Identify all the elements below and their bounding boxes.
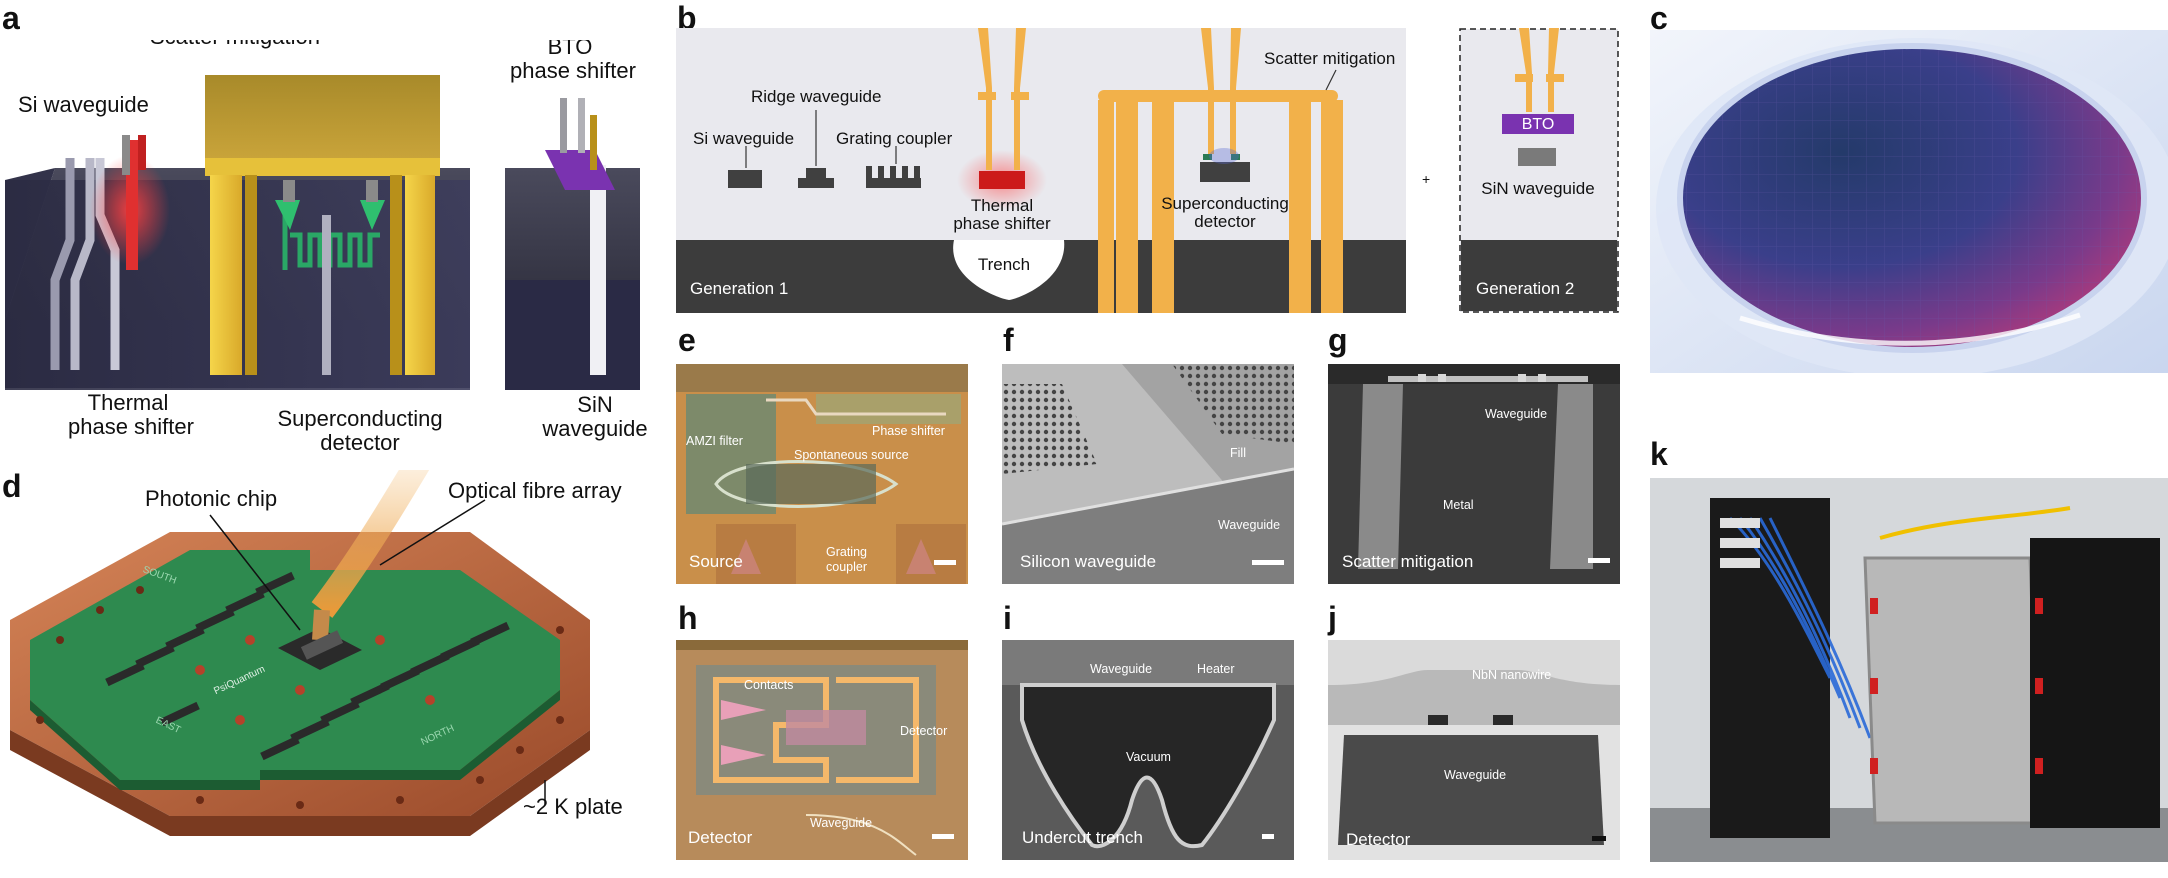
b-sc-line2: detector	[1194, 212, 1256, 231]
panel-label-e: e	[678, 322, 696, 358]
e-spont-label: Spontaneous source	[794, 448, 909, 462]
panel-g-drawing	[1328, 364, 1620, 584]
j-scale-bar	[1592, 836, 1606, 841]
a-sc-line1: Superconducting	[277, 406, 443, 431]
i-scale-bar	[1262, 834, 1274, 839]
h-scale-bar	[932, 834, 954, 839]
panel-e-micrograph: AMZI filter Phase shifter Spontaneous so…	[676, 364, 968, 584]
g-waveguide-label: Waveguide	[1485, 407, 1548, 421]
panel-a-illustration: Scatter mitigation Si waveguide BTO phas…	[0, 40, 660, 460]
b-thermal-line1: Thermal	[970, 196, 1034, 215]
g-caption: Scatter mitigation	[1342, 552, 1474, 571]
j-waveguide-label: Waveguide	[1444, 768, 1507, 782]
h-contacts-label: Contacts	[744, 678, 794, 692]
panel-f-drawing	[1002, 364, 1294, 584]
panel-i-drawing	[1002, 640, 1294, 860]
panel-c-wafer-photo	[1650, 30, 2168, 373]
b-thermal-line2: phase shifter	[953, 214, 1051, 233]
a-sc-line2: detector	[320, 430, 400, 455]
e-caption: Source	[689, 552, 743, 571]
b-bto-label: BTO	[1521, 116, 1555, 133]
a-si-waveguide-label: Si waveguide	[18, 92, 149, 117]
panel-label-i: i	[1003, 600, 1012, 636]
a-scatter-mitigation-label: Scatter mitigation	[150, 40, 320, 50]
a-sin-line1: SiN	[577, 392, 613, 417]
i-caption: Undercut trench	[1022, 828, 1143, 847]
g-metal-label: Metal	[1443, 498, 1474, 512]
i-heater-label: Heater	[1197, 662, 1235, 676]
b-trench-label: Trench	[977, 255, 1031, 274]
panel-i-micrograph: Waveguide Heater Vacuum Undercut trench	[1002, 640, 1294, 860]
a-thermal-line2: phase shifter	[68, 414, 194, 439]
panel-label-h: h	[678, 600, 698, 636]
b-scatter-label: Scatter mitigation	[1264, 49, 1396, 68]
panel-label-j: j	[1328, 600, 1337, 636]
panel-label-k: k	[1650, 436, 1668, 472]
e-amzi-label: AMZI filter	[686, 434, 743, 448]
panel-j-drawing	[1328, 640, 1620, 860]
panel-j-micrograph: NbN nanowire Waveguide Detector	[1328, 640, 1620, 860]
panel-label-c: c	[1650, 0, 1668, 36]
panel-label-d: d	[2, 468, 22, 504]
a-thermal-line1: Thermal	[87, 390, 169, 415]
e-phase-label: Phase shifter	[872, 424, 945, 438]
wafer-drawing	[1650, 30, 2168, 373]
panel-g-micrograph: Waveguide Metal Scatter mitigation	[1328, 364, 1620, 584]
lab-drawing	[1650, 478, 2168, 862]
panel-label-g: g	[1328, 322, 1348, 358]
panel-e-drawing	[676, 364, 968, 584]
panel-label-b: b	[677, 0, 697, 36]
b-plus: +	[1422, 171, 1431, 187]
f-fill-label: Fill	[1230, 446, 1246, 460]
i-vacuum-label: Vacuum	[1126, 750, 1171, 764]
panel-f-micrograph: Fill Waveguide Silicon waveguide	[1002, 364, 1294, 584]
panel-h-drawing	[676, 640, 968, 860]
d-fibre-label: Optical fibre array	[448, 478, 622, 503]
panel-h-micrograph: Contacts Detector Waveguide Detector	[676, 640, 968, 860]
e-grating-line2: coupler	[826, 560, 867, 574]
e-grating-line1: Grating	[826, 545, 867, 559]
f-waveguide-label: Waveguide	[1218, 518, 1281, 532]
j-nbn-label: NbN nanowire	[1472, 668, 1552, 682]
h-caption: Detector	[688, 828, 753, 847]
panel-k-lab-photo	[1650, 478, 2168, 862]
panel-b-diagram: Ridge waveguide Si waveguide Grating cou…	[676, 28, 1676, 313]
b-grating-label: Grating coupler	[836, 129, 953, 148]
panel-label-a: a	[2, 0, 20, 36]
d-plate-label: ~2 K plate	[523, 794, 623, 819]
b-ridge-label: Ridge waveguide	[751, 87, 882, 106]
b-gen2-label: Generation 2	[1476, 279, 1575, 298]
j-caption: Detector	[1346, 830, 1411, 849]
a-bto-line1: BTO	[547, 40, 593, 59]
panel-a-drawing	[5, 75, 640, 390]
b-sc-line1: Superconducting	[1161, 194, 1289, 213]
h-waveguide-label: Waveguide	[810, 816, 873, 830]
panel-d-illustration: Photonic chip Optical fibre array ~2 K p…	[0, 470, 660, 878]
a-bto-line2: phase shifter	[510, 58, 636, 83]
d-chip-label: Photonic chip	[145, 486, 278, 511]
f-scale-bar	[1252, 560, 1284, 565]
panel-d-drawing	[10, 470, 590, 836]
b-si-label: Si waveguide	[693, 129, 795, 148]
b-sin-label: SiN waveguide	[1481, 179, 1595, 198]
a-sin-line2: waveguide	[542, 416, 648, 441]
i-waveguide-label: Waveguide	[1090, 662, 1153, 676]
h-detector-label: Detector	[900, 724, 948, 738]
e-scale-bar	[934, 560, 956, 565]
g-scale-bar	[1588, 558, 1610, 563]
panel-b-drawing	[676, 28, 1619, 313]
b-gen1-label: Generation 1	[690, 279, 789, 298]
f-caption: Silicon waveguide	[1020, 552, 1157, 571]
panel-label-f: f	[1003, 322, 1014, 358]
